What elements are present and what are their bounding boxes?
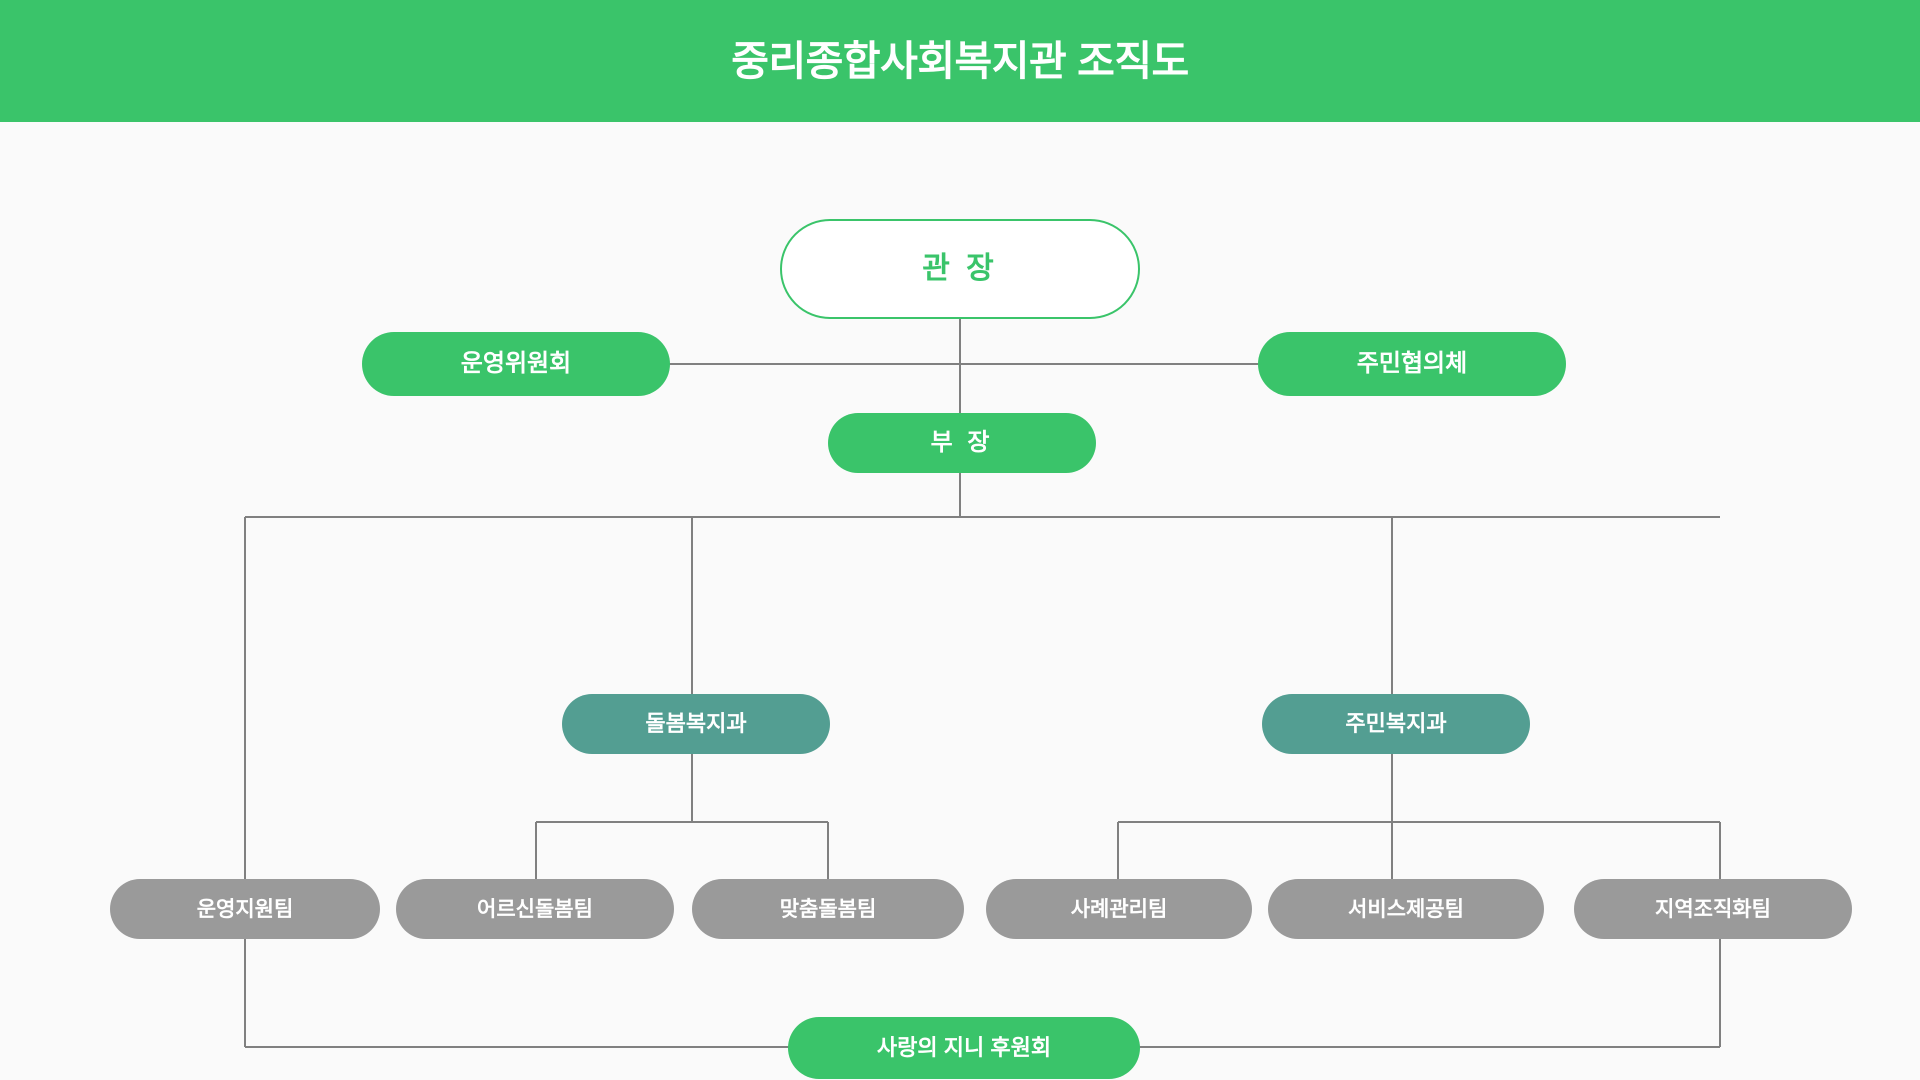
- node-resident-welfare-dept[interactable]: 주민복지과: [1262, 694, 1530, 754]
- node-sponsor-association[interactable]: 사랑의 지니 후원회: [788, 1017, 1140, 1079]
- connector-lines: [244, 319, 1721, 1048]
- node-customized-care-team[interactable]: 맞춤돌봄팀: [692, 879, 964, 939]
- node-care-welfare-dept[interactable]: 돌봄복지과: [562, 694, 830, 754]
- node-service-provision-team[interactable]: 서비스제공팀: [1268, 879, 1544, 939]
- node-manager[interactable]: 부 장: [828, 413, 1096, 473]
- node-case-management-team[interactable]: 사례관리팀: [986, 879, 1252, 939]
- node-operations-support-team[interactable]: 운영지원팀: [110, 879, 380, 939]
- node-steering-committee[interactable]: 운영위원회: [362, 332, 670, 396]
- node-resident-council[interactable]: 주민협의체: [1258, 332, 1566, 396]
- page-header: 중리종합사회복지관 조직도: [0, 0, 1920, 122]
- org-chart-canvas: 관 장 운영위원회 주민협의체 부 장 돌봄복지과 주민복지과 운영지원팀 어르…: [0, 122, 1920, 1080]
- node-community-organizing-team[interactable]: 지역조직화팀: [1574, 879, 1852, 939]
- page-title: 중리종합사회복지관 조직도: [731, 37, 1189, 84]
- node-director[interactable]: 관 장: [780, 219, 1140, 319]
- node-elder-care-team[interactable]: 어르신돌봄팀: [396, 879, 674, 939]
